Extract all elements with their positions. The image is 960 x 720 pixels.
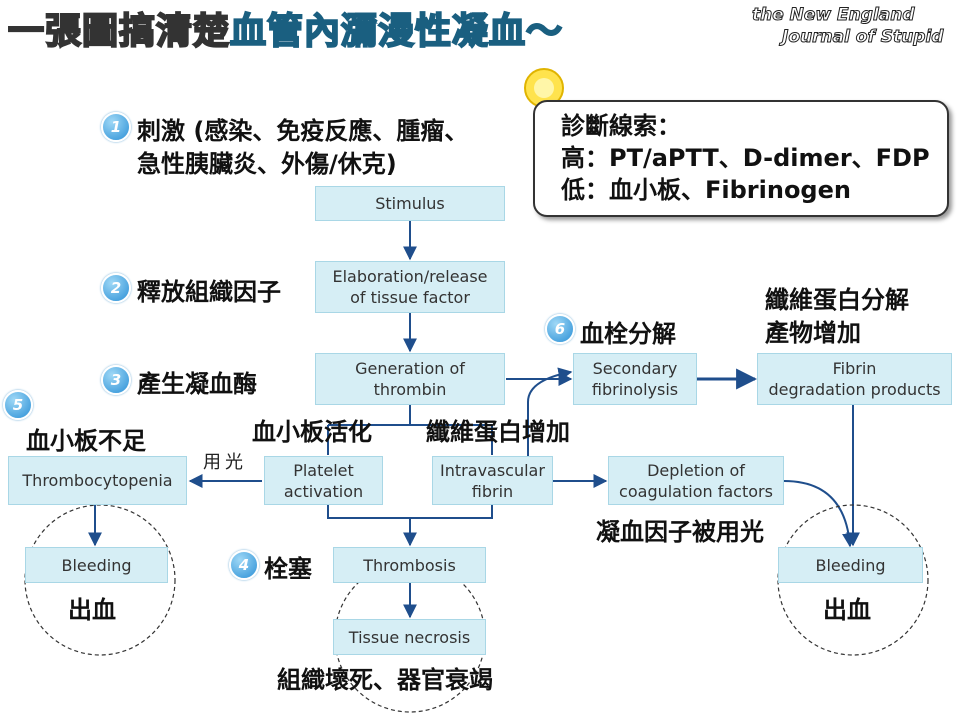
label-fdp-line-1: 纖維蛋白分解 — [765, 286, 909, 314]
step-1-text-line-1: 刺激 (感染、免疫反應、腫瘤、 — [137, 117, 469, 145]
label-used-up: 用光 — [203, 452, 247, 473]
callout-low: 低：血小板、Fibrinogen — [561, 176, 851, 204]
label-factor-depletion: 凝血因子被用光 — [596, 518, 764, 546]
label-platelet-activation: 血小板活化 — [252, 418, 372, 446]
box-fibrin-degradation-products: Fibrin degradation products — [757, 353, 952, 405]
box-secondary-fibrinolysis: Secondary fibrinolysis — [573, 353, 697, 405]
journal-logo: the New England Journal of Stupid — [751, 4, 944, 48]
step-3-text: 產生凝血酶 — [137, 370, 257, 398]
box-fdp-line-2: degradation products — [768, 380, 941, 399]
box-tissue-necrosis: Tissue necrosis — [333, 619, 486, 655]
box-stimulus: Stimulus — [315, 186, 505, 221]
step-4-text: 栓塞 — [264, 555, 312, 583]
box-thrombosis: Thrombosis — [333, 547, 486, 583]
box-intravascular-fibrin: Intravascular fibrin — [432, 456, 553, 505]
box-thrombosis-label: Thrombosis — [363, 555, 456, 575]
step-1-text-line-2: 急性胰臟炎、外傷/休克) — [137, 150, 397, 178]
box-fdp-line-1: Fibrin — [832, 359, 877, 378]
box-thrombin-line-2: thrombin — [373, 380, 447, 399]
label-fibrin-increase: 纖維蛋白增加 — [426, 418, 570, 446]
box-tissue-factor: Elaboration/release of tissue factor — [315, 261, 505, 313]
box-fibrin-line-1: Intravascular — [440, 460, 545, 480]
box-thrombin-line-1: Generation of — [355, 359, 465, 378]
line-to-thrombosis — [327, 505, 493, 545]
box-platelet-activation: Platelet activation — [264, 456, 383, 505]
step-badge-1: 1 — [101, 112, 131, 142]
box-tissue-factor-line-2: of tissue factor — [350, 288, 470, 307]
step-badge-5: 5 — [3, 390, 33, 420]
step-2-text: 釋放組織因子 — [137, 278, 281, 306]
box-bleeding-left-label: Bleeding — [61, 555, 132, 575]
box-depletion-coagulation-factors: Depletion of coagulation factors — [608, 456, 784, 505]
box-platelet-line-1: Platelet — [293, 460, 354, 480]
box-stimulus-label: Stimulus — [375, 194, 445, 213]
box-thrombocytopenia-label: Thrombocytopenia — [22, 471, 173, 490]
label-fdp-line-2: 產物增加 — [765, 319, 861, 347]
box-tissue-factor-line-1: Elaboration/release — [332, 267, 488, 286]
label-organ-failure: 組織壞死、器官衰竭 — [277, 666, 493, 694]
callout-high: 高：PT/aPTT、D-dimer、FDP — [561, 144, 930, 172]
box-bleeding-right-label: Bleeding — [815, 555, 886, 575]
box-bleeding-left: Bleeding — [25, 547, 168, 583]
box-fibrinolysis-line-2: fibrinolysis — [591, 380, 679, 399]
arrow-depletion-bleeding — [783, 480, 857, 548]
step-6-text: 血栓分解 — [580, 320, 676, 348]
label-bleeding-left: 出血 — [68, 596, 116, 624]
arrow-fibrin-fibrinolysis — [527, 367, 573, 458]
logo-line-2: Journal of Stupid — [781, 27, 944, 48]
dashed-circle-bleeding-left — [24, 504, 176, 656]
box-bleeding-right: Bleeding — [778, 547, 923, 583]
box-depletion-line-2: coagulation factors — [619, 481, 773, 501]
step-badge-4: 4 — [229, 550, 259, 580]
step-badge-6: 6 — [545, 314, 575, 344]
title-part-2: 血管內瀰漫性凝血～ — [229, 10, 564, 53]
label-bleeding-right: 出血 — [823, 596, 871, 624]
line-thrombin-split — [327, 405, 493, 455]
title-part-1: 一張圖搞清楚 — [7, 10, 231, 53]
box-depletion-line-1: Depletion of — [647, 460, 745, 480]
box-fibrinolysis-line-1: Secondary — [592, 359, 678, 378]
logo-line-1: the New England — [751, 5, 915, 26]
box-platelet-line-2: activation — [283, 481, 364, 501]
box-thrombin: Generation of thrombin — [315, 353, 505, 405]
box-fibrin-line-2: fibrin — [471, 481, 514, 501]
step-5-text: 血小板不足 — [26, 427, 146, 455]
diagnostic-clues-callout: 診斷線索： 高：PT/aPTT、D-dimer、FDP 低：血小板、Fibrin… — [533, 100, 949, 217]
dashed-circle-bleeding-right — [777, 504, 929, 656]
callout-heading: 診斷線索： — [561, 112, 681, 140]
step-badge-2: 2 — [101, 273, 131, 303]
box-thrombocytopenia: Thrombocytopenia — [8, 456, 187, 505]
step-badge-3: 3 — [101, 365, 131, 395]
page-title: 一張圖搞清楚血管內瀰漫性凝血～ — [7, 2, 564, 54]
box-necrosis-label: Tissue necrosis — [348, 627, 471, 647]
